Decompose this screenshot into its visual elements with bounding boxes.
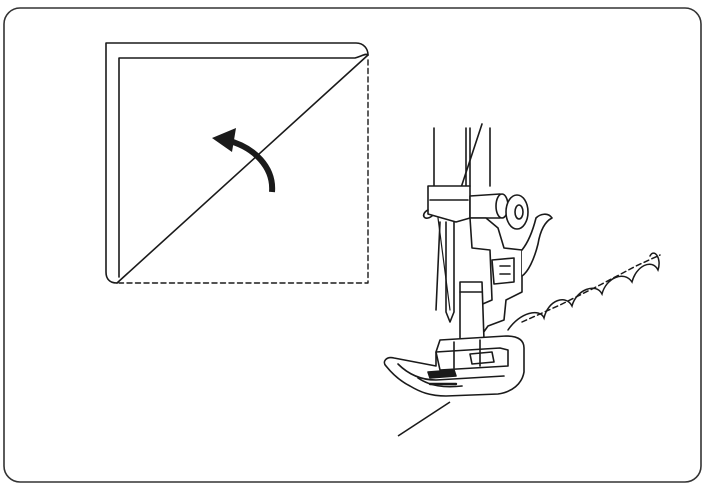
figure-border xyxy=(4,8,701,482)
fabric-dashed-outline xyxy=(119,60,368,283)
presser-bar xyxy=(434,128,490,186)
release-lever xyxy=(522,214,552,276)
clamp-screw-head xyxy=(506,195,528,229)
fabric-diagonal-fold xyxy=(117,55,368,283)
foot-ankle xyxy=(460,282,484,342)
needle-clamp xyxy=(428,186,470,222)
foot-slot xyxy=(428,370,456,378)
presser-foot-icon xyxy=(384,124,552,396)
fabric-outer-edge xyxy=(106,43,368,283)
folded-fabric-square xyxy=(106,43,368,283)
fold-guide-line xyxy=(398,402,450,436)
curved-arrow-icon xyxy=(212,128,272,192)
fabric-inner-edge xyxy=(119,54,368,277)
